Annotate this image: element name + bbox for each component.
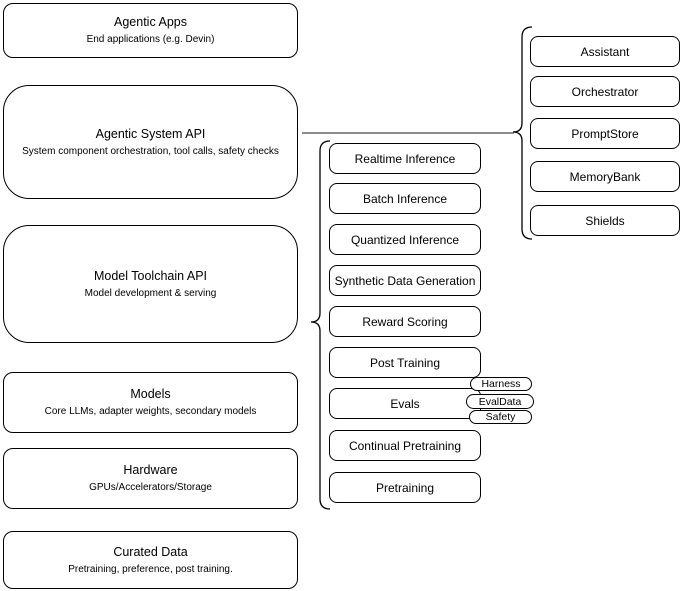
node-title: Models <box>130 387 171 401</box>
node-reward-scoring: Reward Scoring <box>329 306 481 337</box>
node-promptstore: PromptStore <box>530 118 680 149</box>
node-title: Agentic System API <box>95 126 206 141</box>
node-evals: Evals <box>329 388 481 419</box>
node-subtitle: Model development & serving <box>84 287 217 299</box>
node-models: Models Core LLMs, adapter weights, secon… <box>3 372 298 433</box>
node-agentic-apps: Agentic Apps End applications (e.g. Devi… <box>3 3 298 58</box>
node-hardware: Hardware GPUs/Accelerators/Storage <box>3 448 298 509</box>
node-title: Agentic Apps <box>114 15 187 29</box>
node-assistant: Assistant <box>530 36 680 67</box>
node-orchestrator: Orchestrator <box>530 76 680 107</box>
toolchain-brace <box>310 140 331 510</box>
tag-safety: Safety <box>469 410 532 424</box>
node-subtitle: Pretraining, preference, post training. <box>68 563 233 575</box>
node-realtime-inference: Realtime Inference <box>329 143 481 174</box>
node-subtitle: End applications (e.g. Devin) <box>86 34 215 45</box>
node-title: Hardware <box>123 463 178 477</box>
node-shields: Shields <box>530 205 680 236</box>
node-quantized-inference: Quantized Inference <box>329 224 481 255</box>
tag-evaldata: EvalData <box>466 394 534 409</box>
node-subtitle: Core LLMs, adapter weights, secondary mo… <box>44 406 257 417</box>
node-curated-data: Curated Data Pretraining, preference, po… <box>3 531 298 589</box>
node-continual-pretraining: Continual Pretraining <box>329 430 481 461</box>
node-title: Model Toolchain API <box>93 268 208 283</box>
node-model-toolchain-api: Model Toolchain API Model development & … <box>3 225 298 343</box>
node-subtitle: System component orchestration, tool cal… <box>22 145 279 157</box>
node-post-training: Post Training <box>329 347 481 378</box>
node-synthetic-data-generation: Synthetic Data Generation <box>329 265 481 296</box>
node-memorybank: MemoryBank <box>530 161 680 192</box>
node-batch-inference: Batch Inference <box>329 183 481 214</box>
node-title: Curated Data <box>113 544 188 559</box>
tag-harness: Harness <box>470 377 532 391</box>
node-agentic-system-api: Agentic System API System component orch… <box>3 85 298 199</box>
node-subtitle: GPUs/Accelerators/Storage <box>89 482 212 493</box>
node-pretraining: Pretraining <box>329 472 481 503</box>
